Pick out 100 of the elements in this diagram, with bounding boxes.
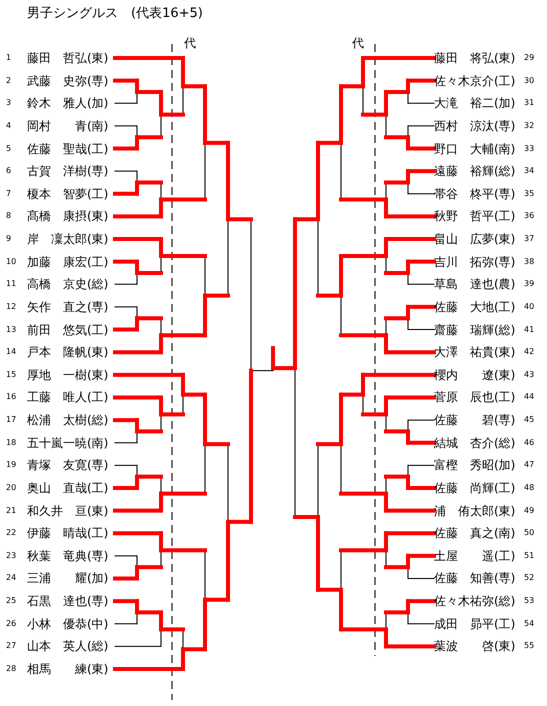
- player-name: 秋野 哲平(工): [434, 209, 516, 224]
- player-name: 青塚 友寛(専): [27, 458, 108, 472]
- seed-number: 5: [6, 144, 12, 154]
- seed-number: 48: [524, 482, 534, 493]
- seed-number: 46: [524, 438, 534, 448]
- seed-number: 18: [6, 438, 16, 448]
- seed-number: 27: [6, 641, 16, 652]
- seed-number: 36: [524, 211, 534, 222]
- player-name: 齋藤 瑞輝(総): [434, 322, 516, 337]
- player-name: 佐藤 大地(工): [434, 300, 516, 314]
- seed-number: 37: [524, 234, 534, 244]
- seed-number: 50: [524, 528, 534, 538]
- seed-number: 51: [524, 550, 534, 561]
- seed-number: 53: [524, 596, 534, 606]
- player-name: 伊藤 晴哉(工): [27, 526, 108, 540]
- player-name: 加藤 康宏(工): [27, 254, 108, 269]
- player-name: 岸 凜太郎(東): [27, 232, 108, 246]
- player-name: 松浦 太樹(総): [27, 413, 108, 428]
- representative-mark: 代: [352, 36, 364, 50]
- player-name: 菅原 辰也(工): [434, 390, 516, 404]
- seed-number: 11: [6, 279, 16, 290]
- player-name: 工藤 唯人(工): [27, 390, 108, 404]
- seed-number: 1: [6, 53, 12, 63]
- player-name: 富樫 秀昭(加): [434, 458, 516, 472]
- player-name: 土屋 遥(工): [434, 548, 516, 563]
- player-name: 鈴木 雅人(加): [27, 96, 108, 110]
- player-name: 櫻内 遼(東): [434, 368, 516, 382]
- title: 男子シングルス (代表16+5): [27, 6, 203, 22]
- seed-number: 20: [6, 482, 16, 493]
- player-name: 帯谷 柊平(専): [434, 186, 516, 201]
- seed-number: 2: [6, 76, 12, 86]
- seed-number: 52: [524, 573, 534, 584]
- player-name: 大滝 裕二(加): [434, 96, 516, 110]
- seed-number: 12: [6, 302, 16, 312]
- seed-number: 26: [6, 618, 16, 629]
- seed-number: 35: [524, 188, 534, 199]
- player-name: 山本 英人(総): [27, 639, 108, 654]
- player-name: 佐藤 知善(専): [434, 571, 516, 586]
- player-name: 岡村 青(南): [27, 118, 108, 133]
- player-name: 畠山 広夢(東): [434, 232, 516, 246]
- player-name: 榎本 智夢(工): [27, 186, 108, 201]
- seed-number: 22: [6, 528, 16, 538]
- seed-number: 21: [6, 506, 16, 516]
- player-name: 佐藤 尚輝(工): [434, 480, 516, 495]
- seed-number: 28: [6, 664, 16, 674]
- player-name: 秋葉 竜典(専): [27, 548, 108, 563]
- player-name: 西村 涼汰(専): [434, 118, 516, 133]
- player-name: 三浦 耀(加): [27, 571, 108, 586]
- player-name: 佐々木祐弥(総): [434, 594, 516, 608]
- player-name: 葉波 啓(東): [434, 639, 516, 654]
- player-name: 相馬 練(東): [27, 662, 108, 676]
- player-name: 大澤 祐貴(東): [434, 345, 516, 360]
- player-name: 遠藤 裕輝(総): [434, 164, 516, 178]
- seed-number: 3: [6, 98, 12, 108]
- player-name: 五十嵐一暁(南): [27, 436, 108, 450]
- seed-number: 41: [524, 324, 534, 335]
- seed-number: 38: [524, 256, 534, 267]
- player-name: 藤田 将弘(東): [434, 51, 516, 65]
- seed-number: 14: [6, 347, 16, 358]
- seed-number: 8: [6, 211, 12, 222]
- player-name: 戸本 隆帆(東): [27, 345, 108, 360]
- seed-number: 54: [524, 618, 534, 629]
- player-name: 前田 悠気(工): [27, 322, 108, 337]
- seed-number: 23: [6, 550, 16, 561]
- player-name: 奥山 直哉(工): [27, 480, 108, 495]
- seed-number: 16: [6, 392, 16, 402]
- player-name: 野口 大輔(南): [434, 142, 516, 156]
- player-name: 佐藤 聖哉(工): [27, 142, 108, 156]
- seed-number: 17: [6, 415, 16, 426]
- player-name: 佐藤 真之(南): [434, 526, 516, 540]
- seed-number: 33: [524, 144, 534, 154]
- seed-number: 44: [524, 392, 534, 402]
- seed-number: 19: [6, 460, 16, 470]
- player-name: 厚地 一樹(東): [27, 368, 108, 382]
- seed-number: 43: [524, 370, 534, 380]
- seed-number: 13: [6, 324, 16, 335]
- seed-number: 40: [524, 302, 534, 312]
- player-name: 矢作 直之(専): [27, 300, 108, 314]
- player-name: 浦 侑太郎(東): [434, 504, 516, 518]
- seed-number: 9: [6, 234, 12, 244]
- player-name: 小林 優恭(中): [27, 616, 108, 631]
- seed-number: 4: [6, 120, 12, 131]
- player-name: 成田 昴平(工): [434, 616, 516, 631]
- seed-number: 34: [524, 166, 534, 176]
- seed-number: 32: [524, 120, 534, 131]
- seed-number: 39: [524, 279, 534, 290]
- seed-number: 55: [524, 641, 534, 652]
- player-name: 結城 杏介(総): [434, 436, 516, 450]
- player-name: 髙橋 康摂(東): [27, 209, 108, 224]
- player-name: 佐藤 碧(専): [434, 413, 516, 428]
- player-name: 藤田 哲弘(東): [27, 51, 108, 65]
- seed-number: 30: [524, 76, 534, 86]
- seed-number: 49: [524, 506, 534, 516]
- seed-number: 25: [6, 596, 16, 606]
- player-name: 武藤 史弥(専): [27, 74, 108, 88]
- player-name: 草島 達也(農): [434, 277, 516, 292]
- player-name: 和久井 亘(東): [27, 504, 108, 518]
- seed-number: 45: [524, 415, 534, 426]
- seed-number: 6: [6, 166, 12, 176]
- seed-number: 10: [6, 256, 16, 267]
